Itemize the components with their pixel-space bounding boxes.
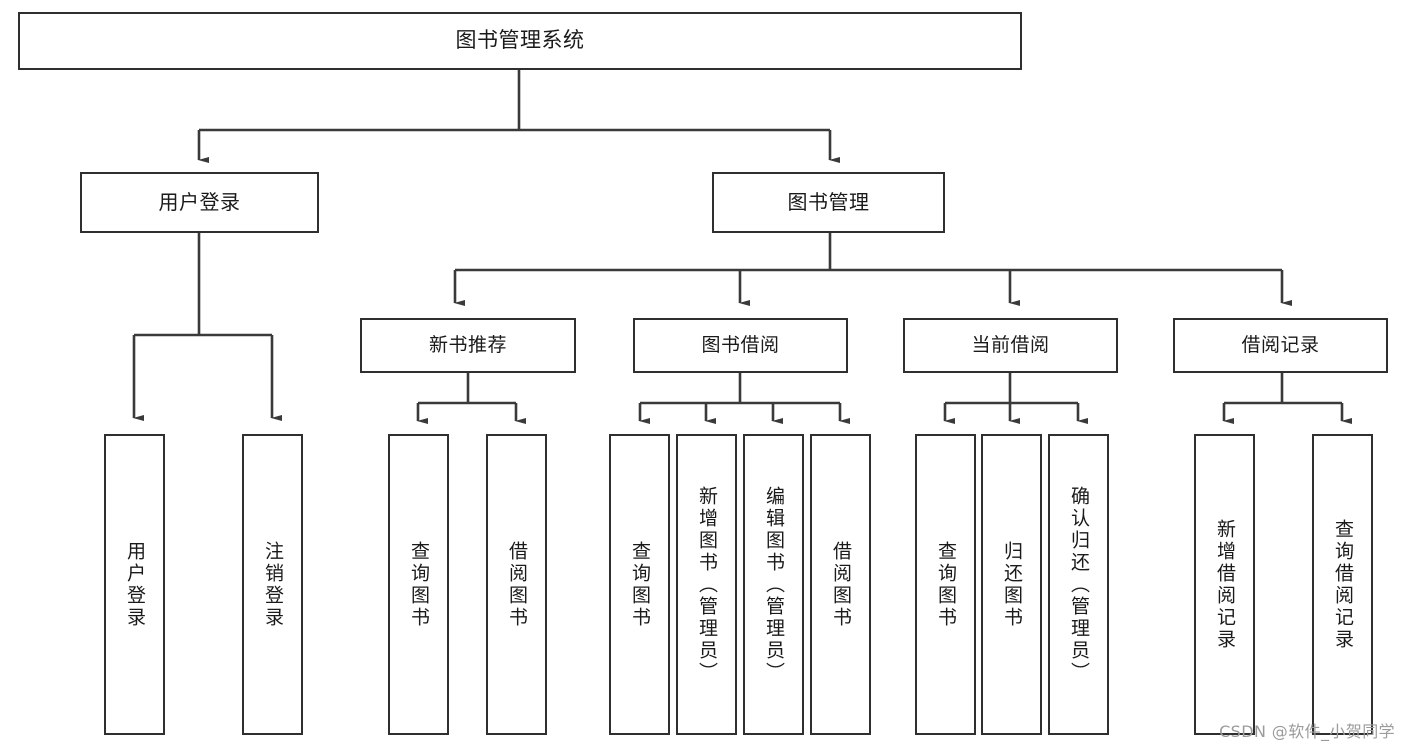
node-leaf-user-logout-label: 注销登录: [262, 540, 284, 629]
node-leaf-edit-book[interactable]: 编辑图书（管理员）: [743, 434, 804, 735]
node-leaf-user-logout[interactable]: 注销登录: [242, 434, 303, 735]
node-leaf-borrow-book-2[interactable]: 借阅图书: [810, 434, 871, 735]
node-leaf-query-book-3[interactable]: 查询图书: [915, 434, 976, 735]
node-new-book-recommend[interactable]: 新书推荐: [360, 318, 576, 373]
node-leaf-add-record[interactable]: 新增借阅记录: [1194, 434, 1255, 735]
node-current-borrow[interactable]: 当前借阅: [903, 318, 1118, 373]
node-leaf-query-record-label: 查询借阅记录: [1332, 518, 1354, 651]
watermark: CSDN @软件_小贺同学: [1219, 722, 1395, 741]
node-leaf-edit-book-label: 编辑图书（管理员）: [763, 485, 785, 684]
node-leaf-user-login[interactable]: 用户登录: [104, 434, 165, 735]
node-book-borrow-label: 图书借阅: [701, 333, 780, 356]
node-leaf-user-login-label: 用户登录: [124, 540, 146, 629]
node-leaf-query-book-3-label: 查询图书: [935, 540, 957, 629]
node-leaf-confirm-return-label: 确认归还（管理员）: [1068, 485, 1090, 684]
node-leaf-return-book-label: 归还图书: [1001, 540, 1023, 629]
node-leaf-return-book[interactable]: 归还图书: [981, 434, 1042, 735]
node-leaf-query-book-2[interactable]: 查询图书: [609, 434, 670, 735]
node-user-login[interactable]: 用户登录: [80, 172, 319, 233]
node-book-borrow[interactable]: 图书借阅: [633, 318, 848, 373]
node-book-management-label: 图书管理: [787, 190, 870, 215]
node-leaf-borrow-book-1-label: 借阅图书: [506, 540, 528, 629]
node-leaf-add-book[interactable]: 新增图书（管理员）: [676, 434, 737, 735]
node-leaf-query-record[interactable]: 查询借阅记录: [1312, 434, 1373, 735]
node-borrow-record-label: 借阅记录: [1241, 333, 1320, 356]
node-current-borrow-label: 当前借阅: [971, 333, 1050, 356]
node-borrow-record[interactable]: 借阅记录: [1173, 318, 1388, 373]
node-leaf-query-book-2-label: 查询图书: [629, 540, 651, 629]
node-leaf-add-record-label: 新增借阅记录: [1214, 518, 1236, 651]
node-leaf-borrow-book-2-label: 借阅图书: [830, 540, 852, 629]
node-leaf-add-book-label: 新增图书（管理员）: [696, 485, 718, 684]
node-user-login-label: 用户登录: [158, 190, 241, 215]
node-book-management[interactable]: 图书管理: [712, 172, 945, 233]
node-root-label: 图书管理系统: [455, 28, 585, 53]
node-new-book-recommend-label: 新书推荐: [428, 333, 507, 356]
node-root[interactable]: 图书管理系统: [18, 12, 1022, 70]
node-leaf-confirm-return[interactable]: 确认归还（管理员）: [1048, 434, 1109, 735]
node-leaf-borrow-book-1[interactable]: 借阅图书: [486, 434, 547, 735]
node-leaf-query-book-1[interactable]: 查询图书: [388, 434, 449, 735]
node-leaf-query-book-1-label: 查询图书: [408, 540, 430, 629]
